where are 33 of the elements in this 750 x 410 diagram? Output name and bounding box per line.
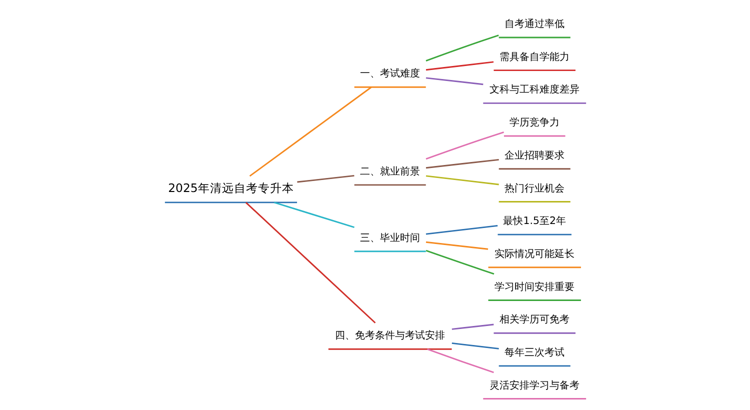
connector: [425, 34, 498, 62]
node-text: 文科与工科难度差异: [489, 84, 580, 96]
connector: [425, 158, 498, 169]
connector: [425, 175, 498, 186]
node-text: 每年三次考试: [504, 348, 564, 359]
connector: [296, 174, 354, 183]
node-text: 最快1.5至2年: [502, 216, 566, 228]
node-text: 学习时间安排重要: [494, 282, 574, 293]
connector: [425, 241, 488, 250]
node-text: 实际情况可能延长: [494, 248, 574, 260]
node-text: 三、毕业时间: [360, 232, 420, 244]
connector: [425, 250, 494, 275]
node-text: 一、考试难度: [360, 68, 420, 80]
node-text: 四、免考条件与考试安排: [334, 330, 445, 342]
connector: [425, 61, 494, 71]
node-text: 二、就业前景: [360, 166, 420, 178]
connector: [426, 348, 494, 374]
node-text: 灵活安排学习与备考: [489, 380, 580, 392]
connector: [244, 202, 376, 324]
node-text: 自考通过率低: [504, 19, 564, 30]
node-text: 需具备自学能力: [499, 52, 570, 63]
node-text: 相关学历可免考: [499, 314, 570, 326]
connector: [425, 77, 483, 86]
node-text: 热门行业机会: [504, 183, 564, 194]
connector: [425, 132, 504, 160]
node-text: 2025年清远自考专升本: [168, 181, 294, 196]
connector: [425, 224, 498, 235]
connector: [273, 202, 354, 228]
connector: [248, 86, 372, 177]
node-text: 企业招聘要求: [504, 150, 564, 162]
connector: [451, 342, 498, 350]
node-text: 学历竞争力: [509, 118, 560, 129]
connector: [451, 324, 494, 330]
